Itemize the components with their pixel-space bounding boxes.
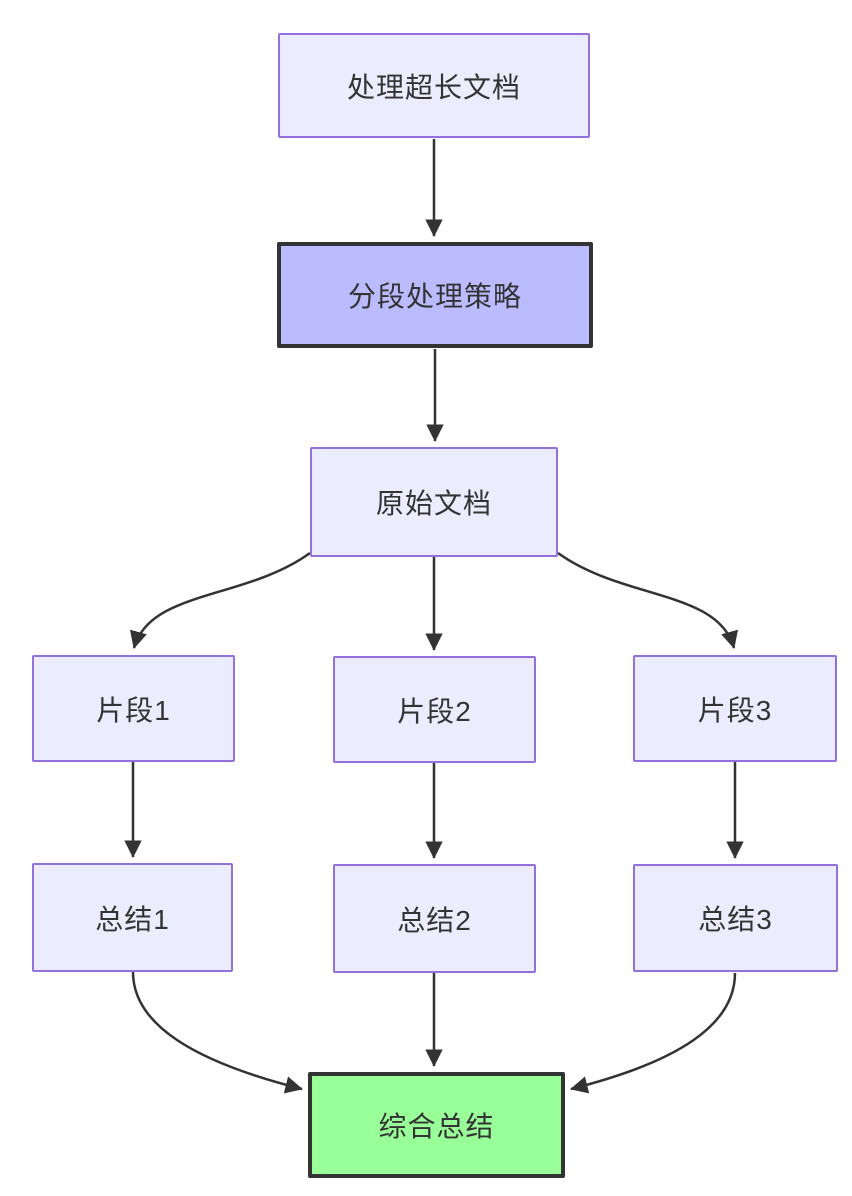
edge-doc-seg3: [557, 551, 738, 649]
node-seg1: 片段1: [32, 655, 235, 762]
node-seg3: 片段3: [633, 655, 837, 762]
edge-sum1-final: [131, 971, 303, 1094]
node-final-label: 综合总结: [378, 1111, 495, 1142]
node-strategy: 分段处理策略: [277, 242, 593, 348]
node-final: 综合总结: [308, 1072, 565, 1178]
node-sum1: 总结1: [32, 863, 233, 972]
node-doc-label: 原始文档: [375, 488, 492, 519]
edge-sum3-final: [570, 972, 737, 1094]
node-task-label: 处理超长文档: [346, 71, 521, 103]
edge-doc-seg1: [130, 551, 311, 649]
node-sum2: 总结2: [333, 864, 536, 973]
node-sum2-label: 总结2: [397, 904, 472, 936]
node-seg2: 片段2: [333, 656, 536, 763]
node-sum3-label: 总结3: [698, 904, 773, 935]
node-task: 处理超长文档: [278, 33, 590, 138]
node-doc: 原始文档: [310, 447, 558, 557]
node-seg2-label: 片段2: [397, 695, 472, 727]
node-seg1-label: 片段1: [96, 694, 171, 726]
node-sum1-label: 总结1: [95, 903, 170, 935]
node-seg3-label: 片段3: [697, 694, 773, 726]
node-sum3: 总结3: [633, 864, 838, 972]
node-strategy-label: 分段处理策略: [347, 281, 522, 312]
